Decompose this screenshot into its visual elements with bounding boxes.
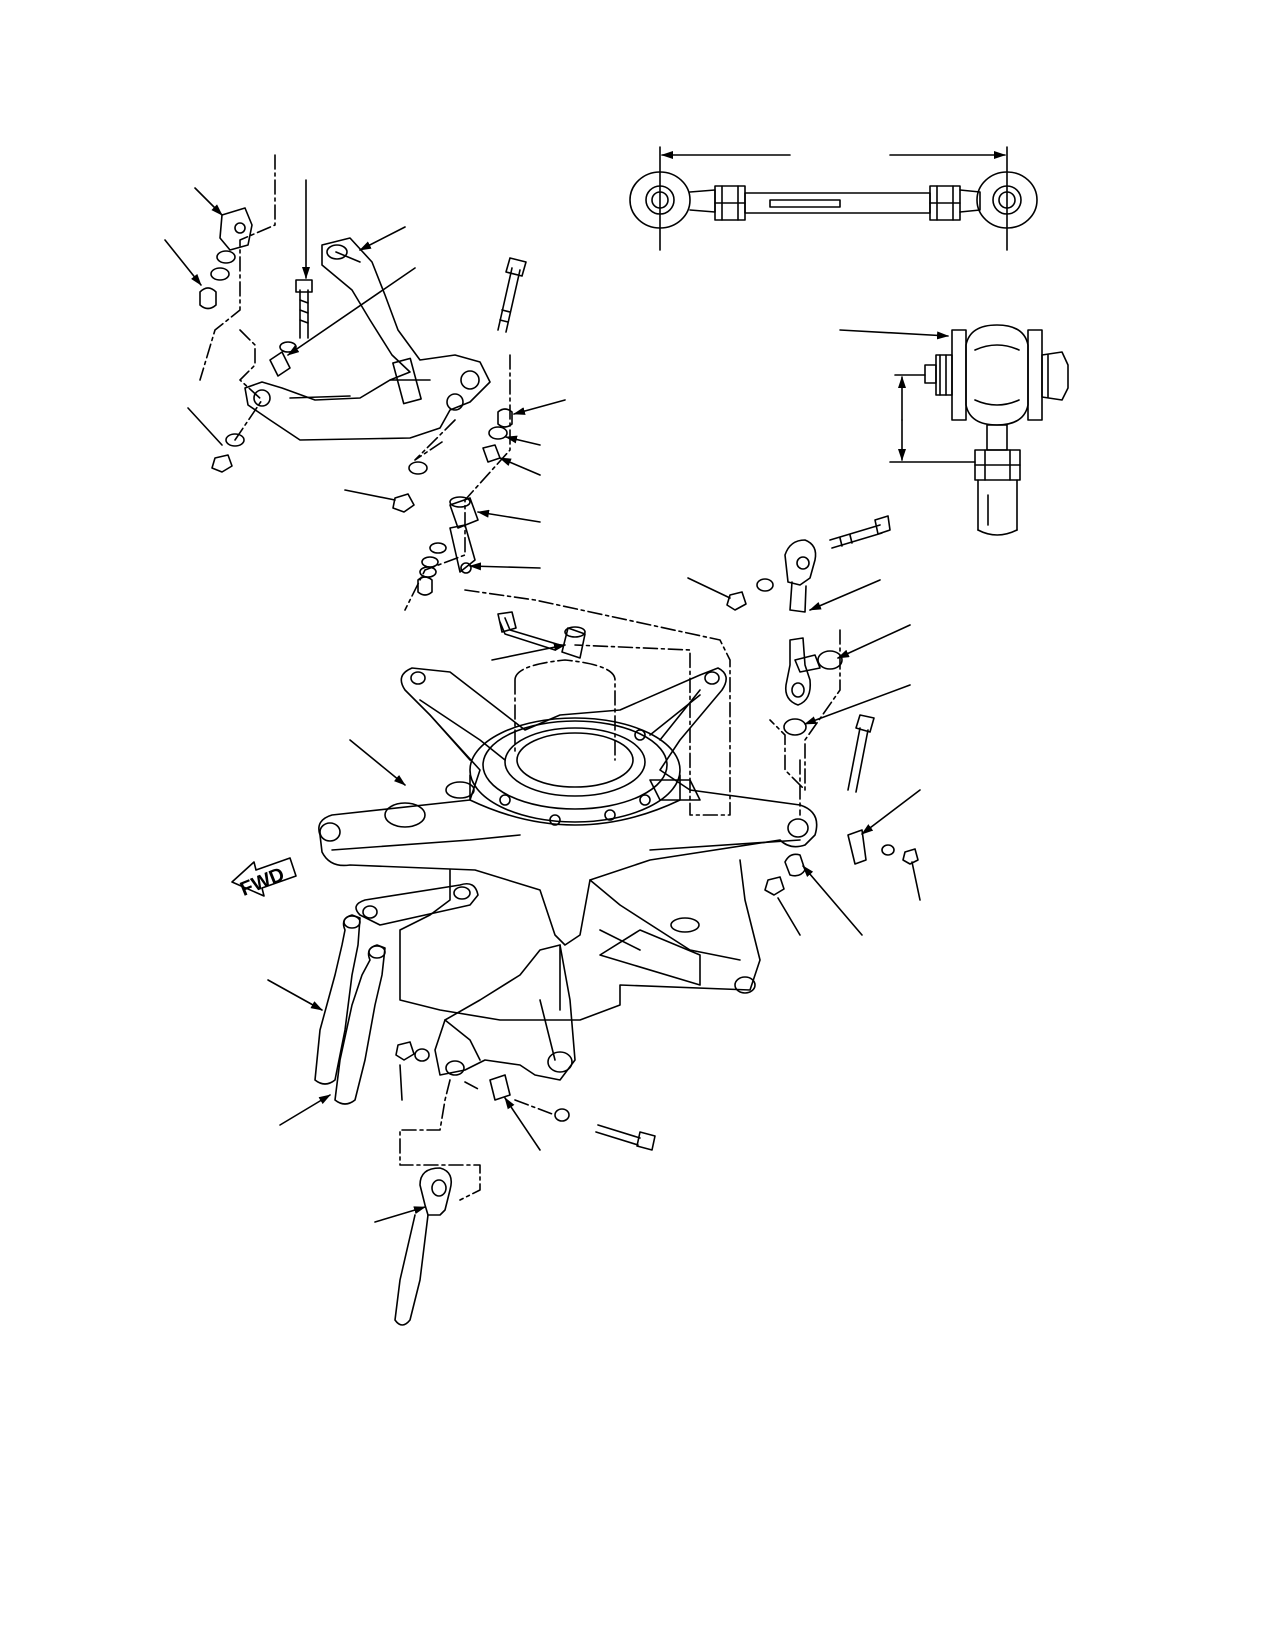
- bellcrank-id-plate: [392, 357, 422, 405]
- leader-nut-upper: [513, 399, 566, 415]
- nut-plate: [219, 207, 253, 251]
- pushrod-hardware: [344, 354, 731, 816]
- bushing: [482, 444, 501, 463]
- cotter-pin: [777, 897, 801, 936]
- washer: [756, 578, 774, 592]
- bolt: [595, 1124, 656, 1151]
- phantom-mast: [514, 659, 616, 761]
- nut: [417, 576, 433, 596]
- link-barrel: [744, 192, 931, 214]
- cotter-pin: [187, 407, 223, 446]
- leader-star-frame: [349, 739, 406, 786]
- washer: [225, 433, 245, 447]
- cotter-pin: [687, 577, 731, 599]
- castellated-nut: [764, 876, 785, 896]
- leader-short-link: [469, 562, 541, 571]
- link-part-number-plate: [769, 199, 841, 208]
- right-link-hardware: [687, 515, 911, 816]
- bearing-ring-outer: [469, 717, 681, 823]
- castellated-nut: [392, 493, 415, 513]
- washer: [881, 844, 895, 856]
- bushing: [784, 853, 806, 877]
- upper-bellcrank: [244, 237, 491, 441]
- leader-bracket-tab: [861, 789, 921, 835]
- leader-rod-end-upper: [809, 579, 881, 611]
- cotter-pin: [399, 1064, 403, 1101]
- leader-washer: [505, 435, 541, 446]
- nut: [497, 408, 513, 428]
- rod-end-lower-left: [419, 1167, 453, 1216]
- sleeve: [449, 497, 479, 529]
- castellated-nut: [395, 1041, 415, 1061]
- bolt: [847, 714, 875, 793]
- swashplate-assembly: [231, 659, 921, 1081]
- washer: [429, 542, 447, 554]
- bolt: [829, 515, 891, 549]
- washer: [421, 556, 439, 568]
- input-arm: [355, 882, 479, 926]
- lock-ring: [783, 718, 807, 736]
- leader-nut: [164, 239, 202, 286]
- leader-bushing-lower: [504, 1097, 541, 1151]
- bolt: [497, 611, 561, 651]
- cotter-pin: [344, 489, 396, 501]
- washer: [488, 426, 508, 440]
- rod-end-upper: [784, 539, 817, 586]
- leader-jam-nut-ring: [837, 624, 911, 659]
- control-tube-inner: [334, 944, 386, 1105]
- leader-bushing-right: [802, 865, 863, 936]
- bearing-ring-inner: [504, 727, 646, 797]
- leader-bellcrank: [359, 226, 406, 251]
- castellated-nut: [902, 848, 919, 865]
- bracket-tab: [847, 829, 867, 865]
- rod-end-left: [629, 171, 716, 229]
- upper-bellcrank-group: [164, 154, 527, 473]
- star-frame: [318, 667, 818, 946]
- leader-nut-plate: [194, 187, 223, 216]
- leader-bushing-upper: [499, 457, 541, 476]
- phantom-line-lower-bolt: [464, 1081, 556, 1116]
- lower-bellcrank: [434, 944, 576, 1081]
- bolt: [295, 279, 313, 339]
- washer: [216, 250, 236, 264]
- leader-spacer: [491, 643, 566, 661]
- leader-control-tube: [267, 979, 323, 1011]
- rod-end-right: [959, 171, 1038, 229]
- bushing: [489, 1074, 511, 1101]
- phantom-line-to-swashplate: [464, 589, 731, 816]
- bearing-bore: [516, 732, 634, 788]
- washer: [554, 1108, 570, 1122]
- leader-sleeve: [477, 509, 541, 523]
- castellated-nut: [211, 454, 233, 473]
- fwd-direction-arrow: [231, 857, 297, 897]
- lower-links: [267, 914, 656, 1326]
- leader-rod-end-lower-left: [374, 1206, 426, 1223]
- rod-end-lower: [784, 637, 812, 706]
- lower-housing: [399, 859, 761, 1021]
- leader-lock-ring: [804, 684, 911, 725]
- leader-control-tube-inner: [279, 1094, 331, 1126]
- bearing-ring-middle: [482, 720, 668, 810]
- leader-bushing: [287, 267, 416, 356]
- short-link: [449, 524, 476, 573]
- phantom-line-bellcrank-mount: [199, 154, 276, 401]
- bushing: [269, 351, 291, 377]
- rod-end-thread-detail: [839, 324, 1069, 536]
- leader-jam-nut: [839, 329, 949, 340]
- jam-nut-ring: [817, 650, 843, 670]
- washer: [414, 1048, 430, 1062]
- washer: [408, 461, 428, 475]
- cotter-pin: [911, 861, 921, 901]
- washer: [210, 267, 230, 281]
- adjustable-link-detail: [629, 146, 1038, 251]
- phantom-line-rod-end-box: [399, 1079, 481, 1201]
- nut: [199, 287, 217, 310]
- castellated-nut: [726, 591, 747, 611]
- phantom-line-bolt-axis: [234, 399, 263, 441]
